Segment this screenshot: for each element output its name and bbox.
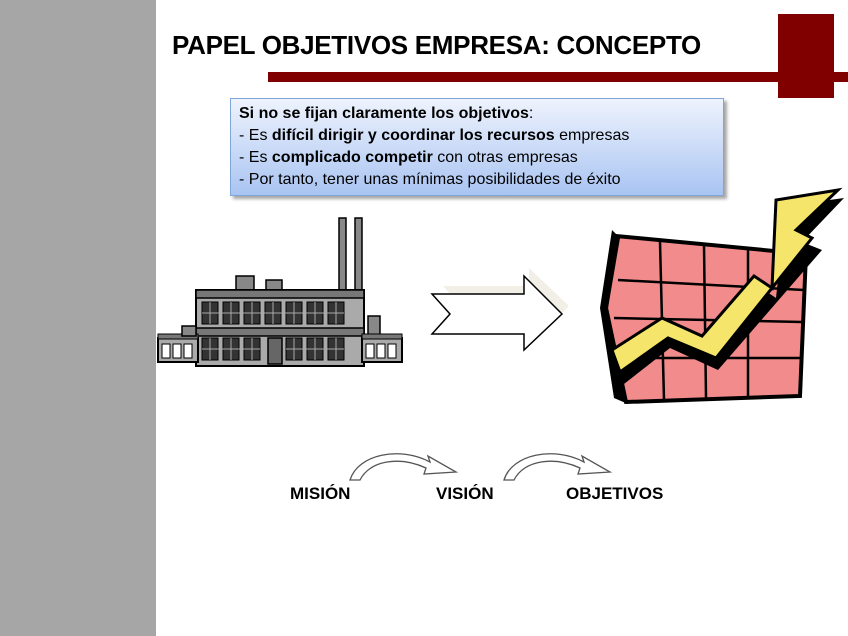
callout-line-1-bold: Si no se fijan claramente los objetivos [239, 105, 529, 122]
corner-accent-square [778, 14, 834, 98]
callout-line-2-bold: difícil dirigir y coordinar los recursos [271, 127, 555, 144]
callout-line-3-bold: complicado competir [271, 149, 433, 166]
callout-line-3-pre: - Es [239, 149, 272, 166]
curved-arrow-icon [349, 453, 459, 481]
left-sidebar-band [0, 0, 156, 636]
callout-line-2-pre: - Es [239, 127, 272, 144]
callout-line-3: - Es complicado competir con otras empre… [239, 147, 715, 169]
flow-step-objetivos: OBJETIVOS [566, 484, 664, 503]
growth-chart-icon [600, 187, 844, 405]
slide-title: PAPEL OBJETIVOS EMPRESA: CONCEPTO [172, 30, 701, 60]
flow-step-mision: MISIÓN [290, 484, 351, 503]
callout-line-3-post: con otras empresas [432, 149, 578, 166]
factory-icon [157, 217, 403, 367]
callout-box: Si no se fijan claramente los objetivos:… [230, 98, 724, 196]
flow-step-vision: VISIÓN [436, 484, 494, 503]
title-underline-bar [268, 72, 848, 82]
curved-arrow-icon [503, 453, 613, 481]
callout-line-1-tail: : [528, 105, 534, 122]
callout-line-4: - Por tanto, tener unas mínimas posibili… [239, 171, 621, 188]
callout-line-2: - Es difícil dirigir y coordinar los rec… [239, 125, 715, 147]
callout-line-2-post: empresas [554, 127, 630, 144]
callout-line-1: Si no se fijan claramente los objetivos: [239, 103, 715, 125]
right-arrow-icon [430, 268, 568, 352]
